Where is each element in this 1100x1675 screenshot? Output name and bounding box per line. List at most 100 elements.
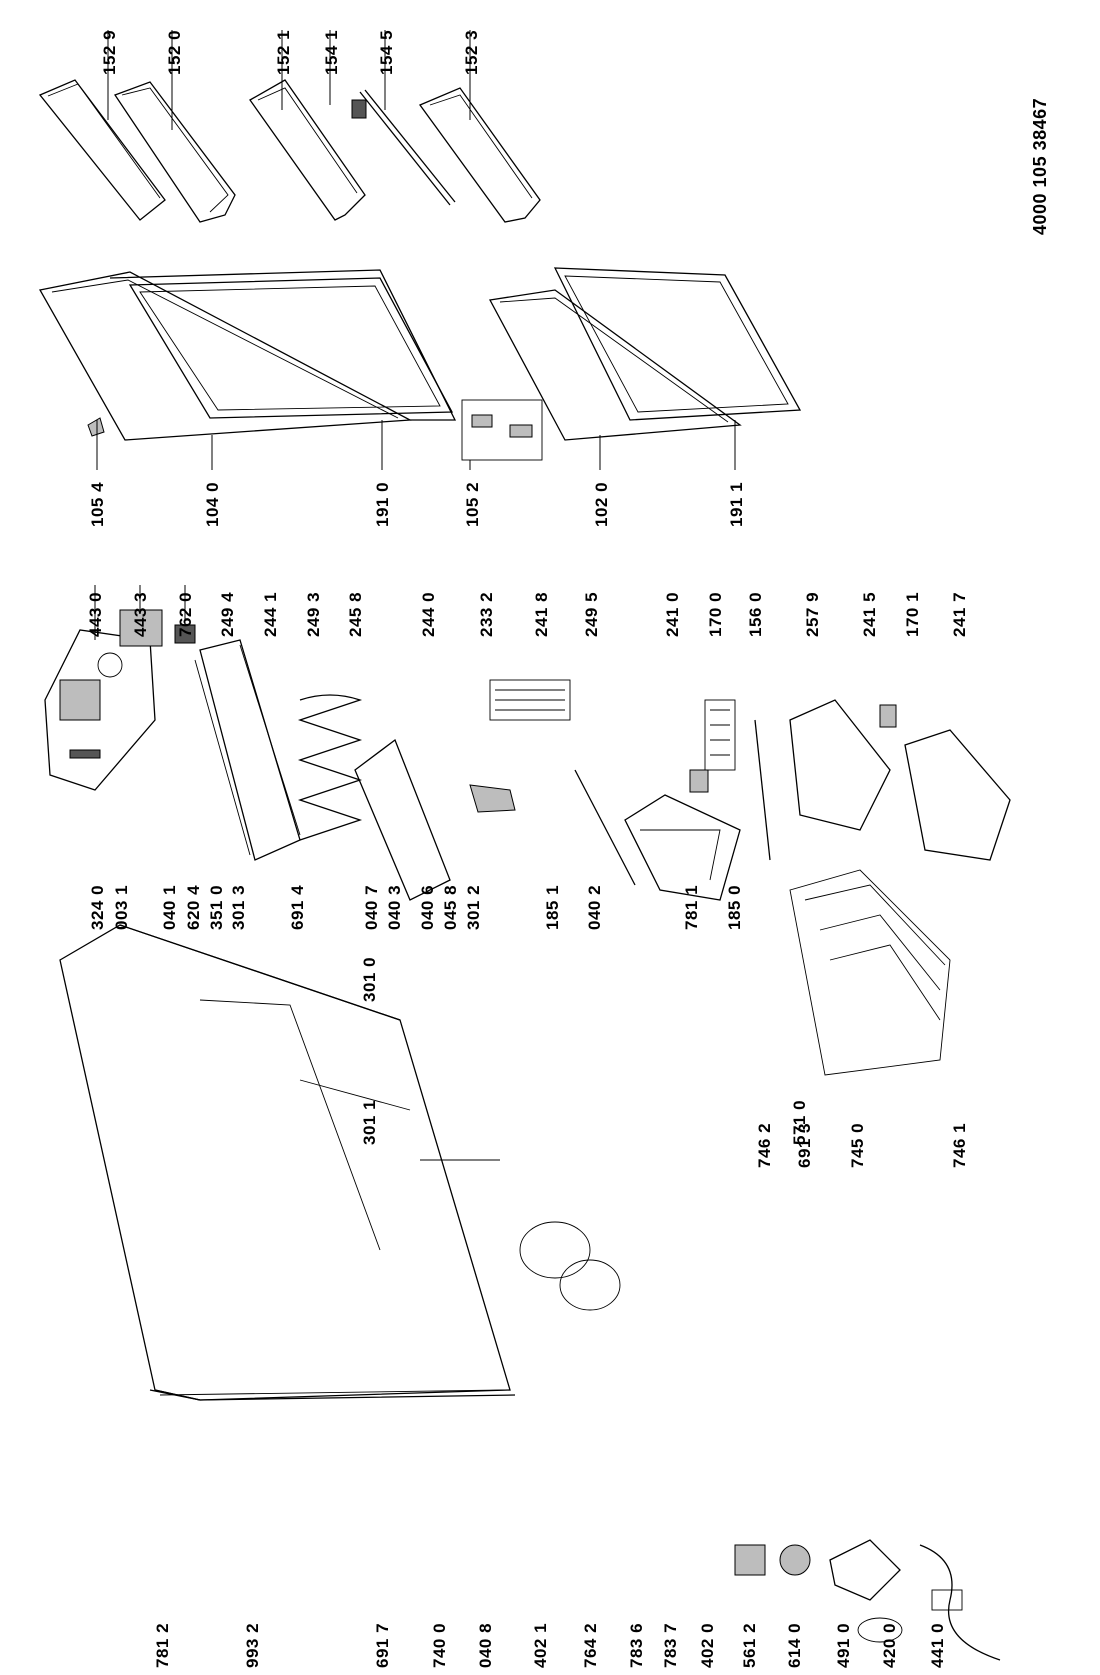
upper-door-1040 [38,269,457,441]
label-4910: 491 0 [834,1622,853,1668]
wire-grid-7450 [789,869,951,1076]
label-5612: 561 2 [740,1622,759,1668]
drawer-2410 [624,794,741,901]
door-shelf-cover-1529 [38,79,166,221]
label-0403: 040 3 [385,884,404,930]
label-2418: 241 8 [532,591,551,637]
label-4430: 443 0 [86,591,105,637]
label-2441: 244 1 [261,591,280,637]
door-shelf-1521 [249,79,366,221]
label-0458: 045 8 [441,884,460,930]
label-1529: 152 9 [100,29,119,75]
label-1851: 185 1 [543,884,562,930]
label-0408: 040 8 [476,1622,495,1668]
model-number: 4000 105 38467 [1030,97,1050,235]
lower-door-1020 [488,289,742,441]
label-9932: 993 2 [243,1622,262,1668]
label-1850: 185 0 [725,884,744,930]
label-7812: 781 2 [153,1622,172,1668]
ice-cube-tray-1560 [704,699,736,771]
capacitor-4200 [857,1617,903,1643]
label-2495: 249 5 [582,591,601,637]
drawer-handle-1701 [879,704,897,728]
drawer-handle-1700 [689,769,709,793]
label-3510: 351 0 [207,884,226,930]
label-1052: 105 2 [463,481,482,527]
door-bar-1545 [359,89,456,206]
box-4910 [829,1539,901,1601]
label-1910: 191 0 [373,481,392,527]
label-7450: 745 0 [848,1122,867,1168]
cabinet [59,924,511,1401]
label-7811: 781 1 [682,884,701,930]
label-2579: 257 9 [803,591,822,637]
label-7620: 762 0 [176,591,195,637]
label-4410: 441 0 [928,1622,947,1668]
label-6913: 691 3 [795,1122,814,1168]
label-3012: 301 2 [464,884,483,930]
shelf-front-2332 [469,784,516,813]
label-2458: 245 8 [346,591,365,637]
label-4020: 402 0 [698,1622,717,1668]
evaporator-2458 [297,694,363,841]
label-1560: 156 0 [746,591,765,637]
label-7642: 764 2 [581,1622,600,1668]
starter-5612 [734,1544,766,1576]
label-3011: 301 1 [360,1099,379,1145]
label-2494: 249 4 [218,591,237,637]
label-0402: 040 2 [585,884,604,930]
label-2332: 233 2 [477,591,496,637]
label-2410: 241 0 [663,591,682,637]
label-6914: 691 4 [288,884,307,930]
rod-2495 [574,769,636,886]
label-0407: 040 7 [362,884,381,930]
label-1545: 154 5 [377,29,396,75]
label-1700: 170 0 [706,591,725,637]
label-1541: 154 1 [322,29,341,75]
label-1520: 152 0 [165,29,184,75]
label-1523: 152 3 [462,29,481,75]
label-4433: 443 3 [131,591,150,637]
label-1911: 191 1 [727,481,746,527]
hinge-set-1052 [461,399,543,461]
compressor-4021 [519,1221,621,1311]
label-1054: 105 4 [88,481,107,527]
label-0406: 040 6 [418,884,437,930]
drawer-2415 [789,699,891,831]
label-3240: 324 0 [88,884,107,930]
fan-cover-4433 [119,609,163,647]
label-1020: 102 0 [592,481,611,527]
label-7837: 783 7 [661,1622,680,1668]
drawer-2417 [904,729,1011,861]
label-2440: 244 0 [419,591,438,637]
door-hinge-cover-1054 [87,417,105,437]
label-6140: 614 0 [785,1622,804,1668]
label-6917: 691 7 [373,1622,392,1668]
label-1040: 104 0 [203,481,222,527]
label-0401: 040 1 [160,884,179,930]
shelf-clip-1541 [351,99,367,119]
condenser-7400 [149,1389,516,1401]
upper-gasket-1910 [128,277,454,419]
label-3013: 301 3 [229,884,248,930]
shelf-2440 [354,738,451,901]
door-shelf-1520 [114,81,236,223]
lower-gasket-1911 [553,267,802,421]
label-1521: 152 1 [274,29,293,75]
label-4200: 420 0 [880,1622,899,1668]
label-4021: 402 1 [531,1622,550,1668]
ice-tray-2418 [489,679,571,721]
power-cord-4410 [919,1544,1001,1661]
label-2417: 241 7 [950,591,969,637]
label-1701: 170 1 [903,591,922,637]
rail-2579 [754,719,771,861]
door-shelf-1523 [418,87,541,223]
label-7461: 746 1 [950,1122,969,1168]
label-6204: 620 4 [184,884,203,930]
label-7400: 740 0 [430,1622,449,1668]
glass-shelf-2441 [194,639,301,861]
label-7462: 746 2 [755,1122,774,1168]
label-2415: 241 5 [860,591,879,637]
